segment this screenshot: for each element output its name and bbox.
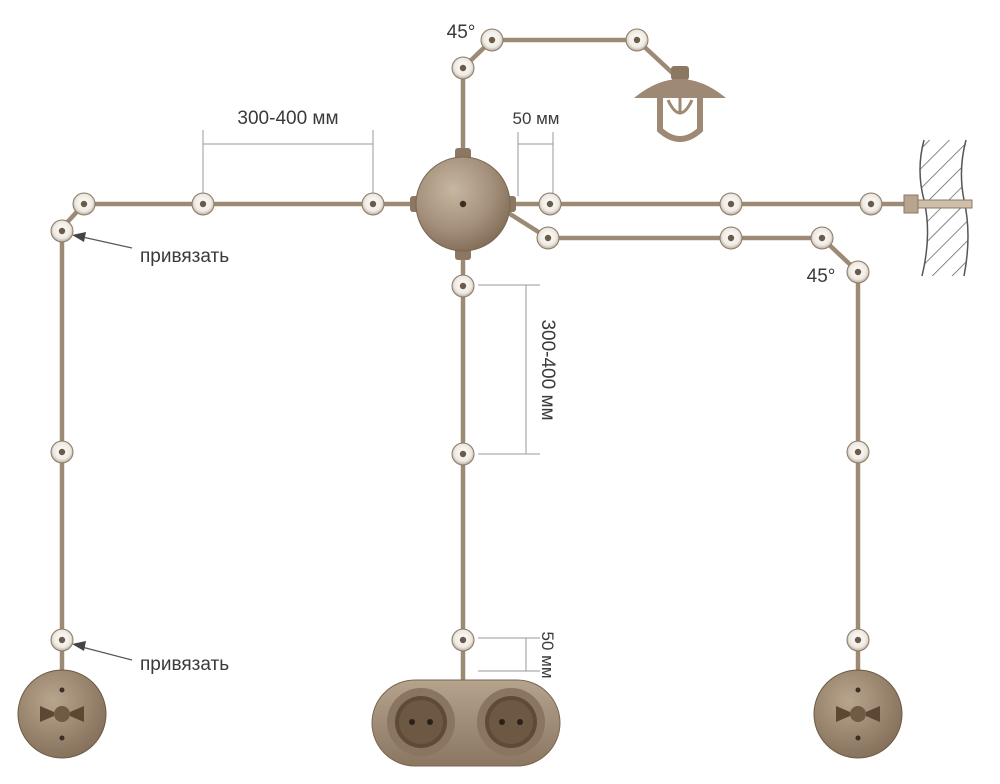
insulator xyxy=(50,440,74,464)
insulators xyxy=(50,28,883,652)
insulator xyxy=(50,628,74,652)
insulator xyxy=(859,192,883,216)
socket-right xyxy=(477,688,545,756)
label-tie-upper: привязать xyxy=(140,246,229,267)
label-tie-lower: привязать xyxy=(140,654,229,675)
insulator xyxy=(536,226,560,250)
wires xyxy=(59,37,915,683)
insulator xyxy=(810,226,834,250)
insulator xyxy=(72,192,96,216)
arrow-icon xyxy=(77,645,133,661)
insulator xyxy=(191,192,215,216)
insulator xyxy=(538,192,562,216)
label-angle-right: 45° xyxy=(807,266,836,287)
insulator xyxy=(451,628,475,652)
insulator xyxy=(451,442,475,466)
wall-entry-icon xyxy=(903,139,973,277)
label-spacing-horizontal: 300-400 мм xyxy=(237,108,338,129)
insulator xyxy=(451,274,475,298)
label-offset-bottom: 50 мм xyxy=(538,631,557,678)
junction-box-icon xyxy=(410,148,516,260)
insulator xyxy=(480,28,504,52)
insulator xyxy=(846,628,870,652)
label-angle-top: 45° xyxy=(447,22,476,43)
insulator xyxy=(719,226,743,250)
label-offset-top: 50 мм xyxy=(512,109,559,128)
insulator xyxy=(846,260,870,284)
pendant-lamp-icon xyxy=(634,66,726,142)
double-socket-icon xyxy=(371,679,561,767)
label-spacing-vertical: 300-400 мм xyxy=(537,319,558,420)
tie-annotations: привязать привязать xyxy=(72,232,229,675)
insulator xyxy=(361,192,385,216)
arrow-icon xyxy=(77,235,133,249)
rotary-switch-icon xyxy=(17,669,107,759)
insulator xyxy=(451,56,475,80)
socket-left xyxy=(387,688,455,756)
insulator xyxy=(846,440,870,464)
insulator xyxy=(50,219,74,243)
insulator xyxy=(719,192,743,216)
rotary-switch-icon xyxy=(813,669,903,759)
dimensions: 300-400 мм 50 мм 300-400 мм 50 мм 45° 45… xyxy=(202,22,836,679)
insulator xyxy=(625,28,649,52)
